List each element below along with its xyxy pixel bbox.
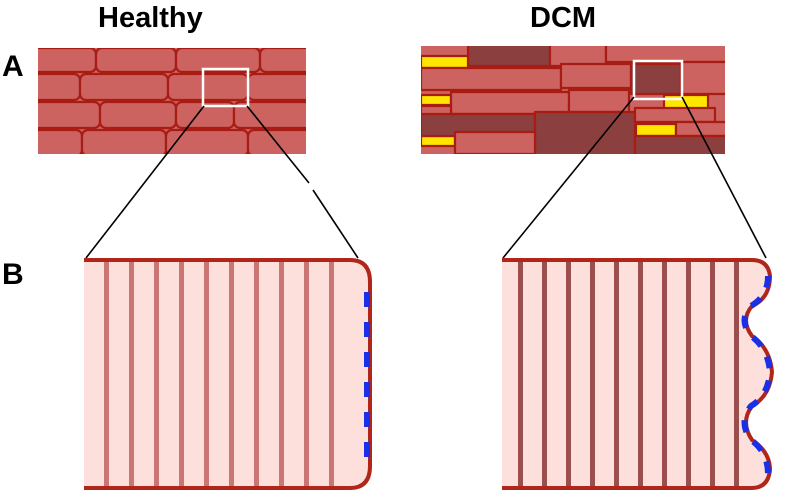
z-line xyxy=(329,262,334,486)
healthy-cell-membrane xyxy=(84,258,372,490)
healthy-cell xyxy=(38,128,84,154)
healthy-cell xyxy=(166,72,250,102)
dcm-cell xyxy=(633,106,717,124)
healthy-cell xyxy=(38,100,102,130)
z-line xyxy=(590,262,595,486)
z-line xyxy=(686,262,691,486)
z-line xyxy=(104,262,109,486)
healthy-cell xyxy=(80,128,168,154)
healthy-z-lines xyxy=(104,262,334,486)
healthy-zoom-line-right xyxy=(312,189,359,259)
healthy-cell xyxy=(78,72,170,102)
fat-deposit xyxy=(421,54,471,70)
dcm-cell xyxy=(449,90,571,116)
dcm-cell xyxy=(604,46,725,64)
z-line xyxy=(229,262,234,486)
healthy-myofibril xyxy=(84,258,372,490)
healthy-tissue xyxy=(38,48,306,154)
z-line xyxy=(542,262,547,486)
fibrotic-cell xyxy=(533,110,637,154)
dcm-cell xyxy=(421,66,563,92)
fat-deposit xyxy=(421,93,453,107)
healthy-zoom-line-right xyxy=(246,105,310,184)
panel-label-b: B xyxy=(2,258,24,291)
panel-label-a: A xyxy=(2,50,24,83)
z-line xyxy=(254,262,259,486)
dcm-tissue xyxy=(421,46,725,154)
z-line xyxy=(204,262,209,486)
dcm-cell xyxy=(559,62,633,90)
z-line xyxy=(638,262,643,486)
dcm-column-title: DCM xyxy=(530,2,597,34)
z-line xyxy=(279,262,284,486)
dcm-cell xyxy=(679,60,725,96)
healthy-cell xyxy=(258,48,306,74)
fibrotic-cell xyxy=(629,62,683,96)
dcm-zoom-line-right xyxy=(681,96,767,259)
z-line xyxy=(566,262,571,486)
z-line xyxy=(179,262,184,486)
healthy-cell xyxy=(232,100,306,130)
dcm-cell xyxy=(453,130,537,154)
z-line xyxy=(614,262,619,486)
healthy-cell xyxy=(246,128,306,154)
z-line xyxy=(734,262,739,486)
z-line xyxy=(154,262,159,486)
healthy-zoom-line-left xyxy=(85,105,205,259)
healthy-cell xyxy=(98,100,178,130)
healthy-cell xyxy=(164,128,250,154)
z-line xyxy=(129,262,134,486)
z-line xyxy=(304,262,309,486)
z-line xyxy=(518,262,523,486)
fibrotic-cell xyxy=(633,134,725,154)
z-line xyxy=(710,262,715,486)
healthy-cell xyxy=(38,72,82,102)
dcm-zoom-line-left xyxy=(502,96,635,259)
healthy-cell xyxy=(94,48,178,74)
z-line xyxy=(662,262,667,486)
fat-deposit xyxy=(421,134,457,148)
dcm-cell xyxy=(567,88,631,114)
healthy-column-title: Healthy xyxy=(98,2,203,34)
healthy-cell xyxy=(38,48,98,74)
dcm-cell xyxy=(548,46,608,68)
dcm-myofibril xyxy=(502,258,775,490)
dcm-z-lines xyxy=(518,262,739,486)
healthy-zoom-box xyxy=(201,67,250,108)
fat-deposit xyxy=(634,122,678,138)
dcm-zoom-box xyxy=(632,59,684,101)
healthy-sarcomere-area xyxy=(84,260,370,488)
fibrotic-cell xyxy=(466,46,552,68)
healthy-cell xyxy=(246,72,306,102)
